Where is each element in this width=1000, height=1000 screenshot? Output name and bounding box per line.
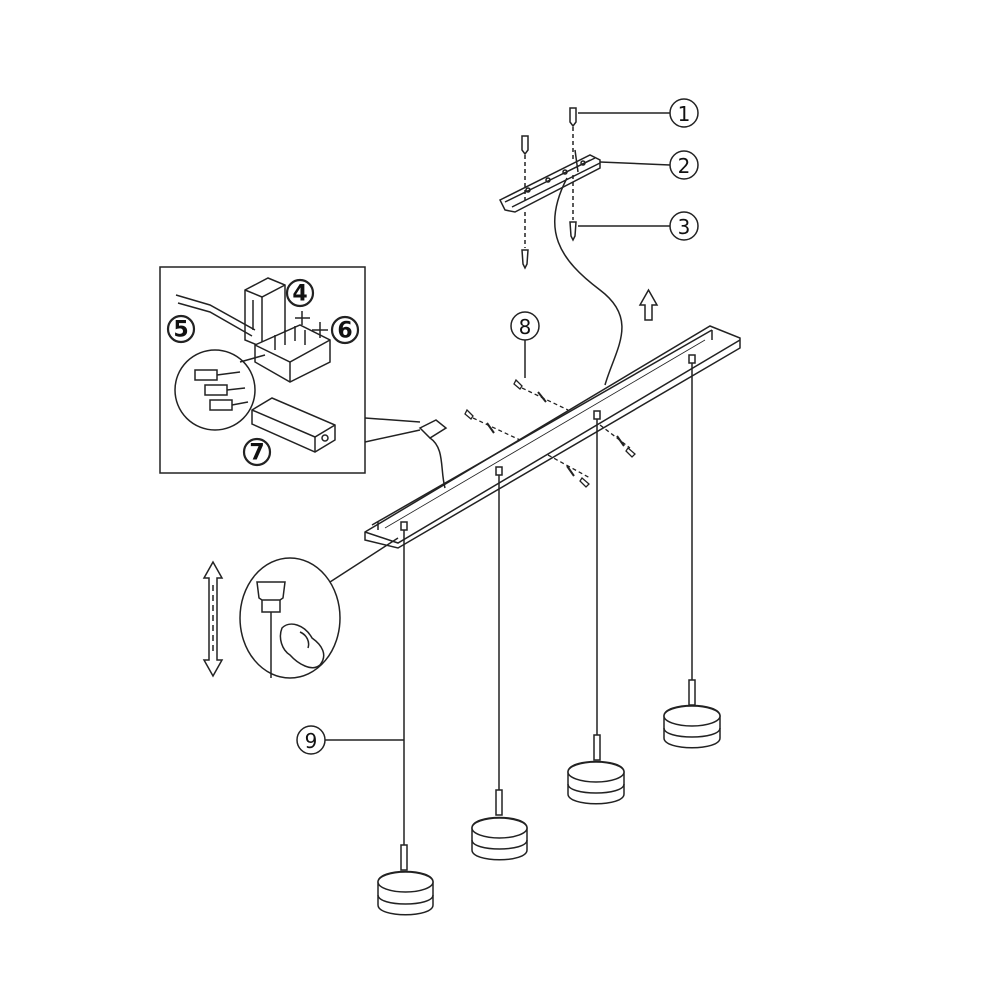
cross-screw-icon (312, 322, 328, 338)
callout-label-3: 3 (678, 215, 691, 239)
callout-group-8 (510, 311, 540, 378)
screw-icon (569, 175, 577, 242)
screw-icon (599, 424, 636, 458)
screw-icon (464, 408, 521, 441)
pendants (377, 354, 721, 916)
callout-circle-4 (285, 278, 315, 308)
callout-label-6: 6 (337, 319, 352, 344)
callout-label-2: 2 (678, 154, 691, 178)
callout-circle-1 (669, 98, 699, 128)
wiring-detail-inset (159, 266, 421, 474)
callout-label-8: 8 (519, 315, 532, 339)
led-driver-box (251, 397, 336, 453)
pendant-light (377, 521, 434, 916)
ceiling-bracket-assembly (498, 107, 601, 270)
pendant-light (567, 410, 625, 805)
height-adjust-detail (239, 537, 399, 679)
callout-circle-5 (166, 314, 196, 344)
callout-circle-3 (669, 211, 699, 241)
callout-label-9: 9 (305, 729, 318, 753)
inset-callouts (166, 278, 360, 467)
cross-screw-icon (295, 311, 310, 325)
light-bar (364, 325, 741, 549)
screw-icon (521, 135, 529, 200)
pendant-light (663, 354, 721, 749)
arrow-up-icon (638, 288, 659, 321)
screw-icon (513, 378, 569, 411)
driver-connector (418, 419, 448, 489)
callout-label-1: 1 (678, 102, 691, 126)
callout-label-4: 4 (292, 282, 307, 307)
callout-label-5: 5 (173, 318, 188, 343)
terminal-detail (194, 369, 249, 411)
screw-icon (569, 107, 577, 160)
terminal-block (254, 324, 331, 383)
callout-circle-8 (510, 311, 540, 341)
callout-group-9 (296, 725, 404, 755)
callout-circle-2 (669, 150, 699, 180)
callout-circle-9 (296, 725, 326, 755)
power-cord (553, 177, 623, 386)
pendant-light (471, 466, 528, 861)
screw-icon (547, 454, 591, 488)
bar-screws (464, 378, 636, 488)
callout-label-7: 7 (249, 441, 264, 466)
callout-group-top (578, 98, 699, 241)
callout-circle-6 (330, 315, 360, 345)
double-arrow-vertical-icon (202, 560, 224, 678)
screw-icon (521, 212, 529, 270)
callout-circle-7 (242, 437, 272, 467)
